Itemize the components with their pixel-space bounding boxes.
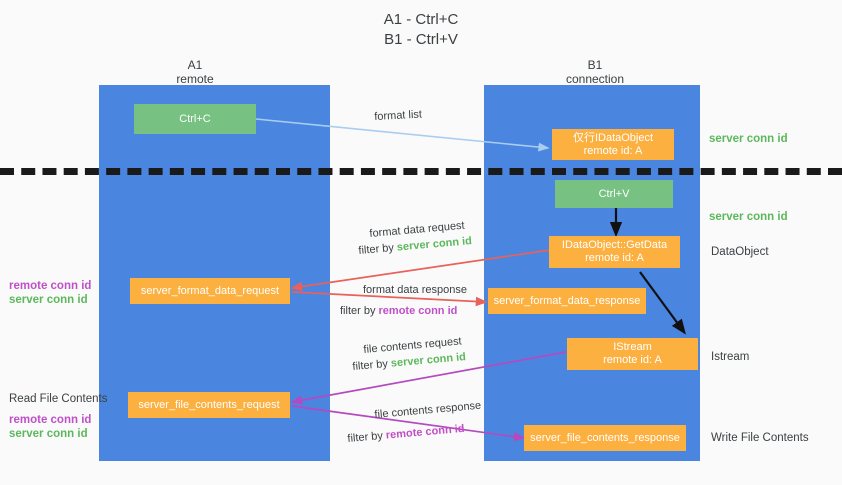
box-getdata-line1: IDataObject::GetData xyxy=(561,239,668,251)
arrow-format-data-response xyxy=(291,291,488,307)
left-label-server-conn-id-upper: server conn id xyxy=(9,294,88,306)
box-istream-line2: remote id: A xyxy=(603,354,662,366)
lane-a1-sub: remote xyxy=(176,72,214,86)
box-server-file-contents-request[interactable]: server_file_contents_request xyxy=(128,392,290,418)
label-format-data-response-filter: filter by remote conn id xyxy=(340,305,457,317)
arrow-file-contents-request xyxy=(290,351,567,405)
right-label-istream: Istream xyxy=(711,351,750,363)
left-label-read-file-contents: Read File Contents xyxy=(9,393,108,405)
arrow-file-contents-response xyxy=(291,405,526,442)
box-server-format-data-request[interactable]: server_format_data_request xyxy=(130,278,290,304)
lane-b1-name: B1 xyxy=(587,58,603,72)
filter-prefix: filter by xyxy=(340,305,379,317)
title-line-1: A1 - Ctrl+C xyxy=(383,11,459,28)
label-format-list: format list xyxy=(374,108,423,123)
box-server-file-contents-request-label: server_file_contents_request xyxy=(138,398,280,411)
box-server-format-data-response[interactable]: server_format_data_response xyxy=(488,288,646,314)
box-getdata-line2: remote id: A xyxy=(585,252,644,264)
box-idataobject-line1: 仅行IDataObject xyxy=(572,131,654,144)
arrow-format-list xyxy=(255,118,550,152)
box-server-format-data-request-label: server_format_data_request xyxy=(140,284,280,297)
lane-header-b1: B1 connection xyxy=(520,58,670,86)
lane-header-a1: A1 remote xyxy=(120,58,270,86)
box-server-file-contents-response-label: server_file_contents_response xyxy=(530,431,680,444)
lane-a1-name: A1 xyxy=(187,58,203,72)
box-idataobject-line2: remote id: A xyxy=(583,144,643,157)
left-label-remote-conn-id-upper: remote conn id xyxy=(9,280,92,292)
right-label-dataobject: DataObject xyxy=(711,246,769,258)
right-label-write-file-contents: Write File Contents xyxy=(711,432,809,444)
box-idataobject-getdata[interactable]: IDataObject::GetData remote id: A xyxy=(549,236,680,268)
left-label-server-conn-id-lower: server conn id xyxy=(9,428,88,440)
divider-dashed-line xyxy=(0,168,842,175)
left-label-remote-conn-id-lower: remote conn id xyxy=(9,414,92,426)
box-ctrl-c[interactable]: Ctrl+C xyxy=(134,104,256,134)
arrow-getdata-to-istream xyxy=(639,271,686,335)
filter-value-remote-conn-id: remote conn id xyxy=(378,305,458,317)
page-title: A1 - Ctrl+C B1 - Ctrl+V xyxy=(0,10,842,50)
box-istream-line1: IStream xyxy=(613,341,652,353)
box-istream[interactable]: IStream remote id: A xyxy=(567,338,698,370)
arrow-format-data-request xyxy=(290,249,551,292)
title-line-2: B1 - Ctrl+V xyxy=(384,31,458,48)
lane-b1-sub: connection xyxy=(565,72,625,86)
box-ctrl-v-label: Ctrl+V xyxy=(598,187,630,200)
right-label-server-conn-id-top: server conn id xyxy=(709,133,788,145)
label-format-data-response: format data response xyxy=(363,284,467,296)
box-ctrl-c-label: Ctrl+C xyxy=(179,112,211,125)
box-server-file-contents-response[interactable]: server_file_contents_response xyxy=(524,425,686,451)
right-label-server-conn-id-mid: server conn id xyxy=(709,211,788,223)
box-ctrl-v[interactable]: Ctrl+V xyxy=(555,180,673,208)
box-idataobject[interactable]: 仅行IDataObject remote id: A xyxy=(552,129,674,160)
box-server-format-data-response-label: server_format_data_response xyxy=(493,294,641,307)
